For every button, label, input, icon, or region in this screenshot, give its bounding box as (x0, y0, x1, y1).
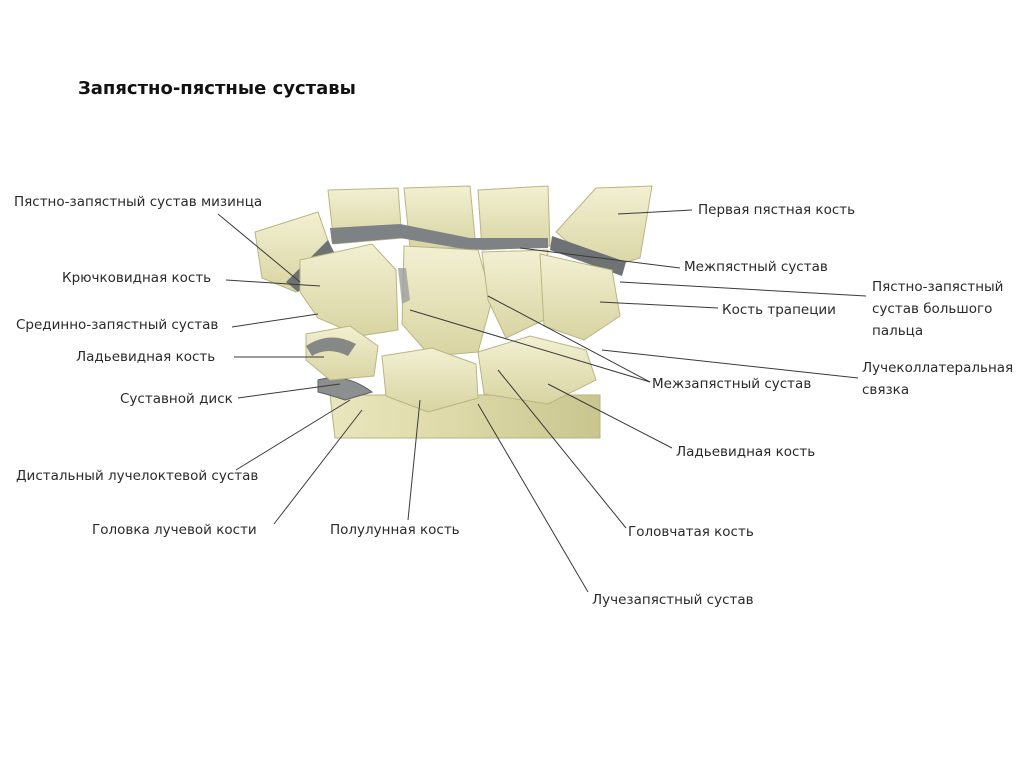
page-title: Запястно-пястные суставы (78, 78, 356, 99)
label-thumb-cmc-joint-3: пальца (872, 323, 924, 339)
label-midcarpal-joint: Срединно-запястный сустав (16, 317, 219, 333)
hamate (299, 243, 399, 337)
trapezium (539, 253, 621, 341)
label-radial-collateral-ligament-2: связка (862, 382, 910, 398)
label-articular-disc: Суставной диск (120, 391, 233, 407)
label-intercarpal-joint: Межзапястный сустав (652, 376, 812, 392)
label-lunate: Полулунная кость (330, 522, 460, 538)
label-radial-collateral-ligament-1: Лучеколлатеральная (862, 360, 1014, 376)
label-scaphoid-left: Ладьевидная кость (76, 349, 216, 365)
label-scaphoid-right: Ладьевидная кость (676, 444, 816, 460)
label-capitate: Головчатая кость (628, 524, 754, 540)
metacarpal-2 (477, 185, 551, 251)
label-little-finger-cmc-joint: Пястно-запястный сустав мизинца (14, 194, 263, 210)
scaphoid (477, 335, 597, 405)
label-intermetacarpal-joint: Межпястный сустав (684, 259, 828, 275)
trapezoid (481, 249, 549, 339)
lunate (381, 347, 479, 413)
label-distal-radioulnar-joint: Дистальный лучелоктевой сустав (16, 468, 259, 484)
leader-lines (217, 209, 867, 593)
label-thumb-cmc-joint-2: сустав большого (872, 301, 993, 317)
cmc-cartilage-row (330, 224, 548, 250)
label-first-metacarpal: Первая пястная кость (698, 202, 856, 218)
capitate (401, 245, 493, 357)
label-thumb-cmc-joint-1: Пястно-запястный (872, 279, 1004, 295)
label-hamate: Крючковидная кость (62, 270, 212, 286)
label-trapezium: Кость трапеции (722, 302, 836, 318)
label-radiocarpal-joint: Лучезапястный сустав (592, 592, 754, 608)
label-radius-head: Головка лучевой кости (92, 522, 257, 538)
